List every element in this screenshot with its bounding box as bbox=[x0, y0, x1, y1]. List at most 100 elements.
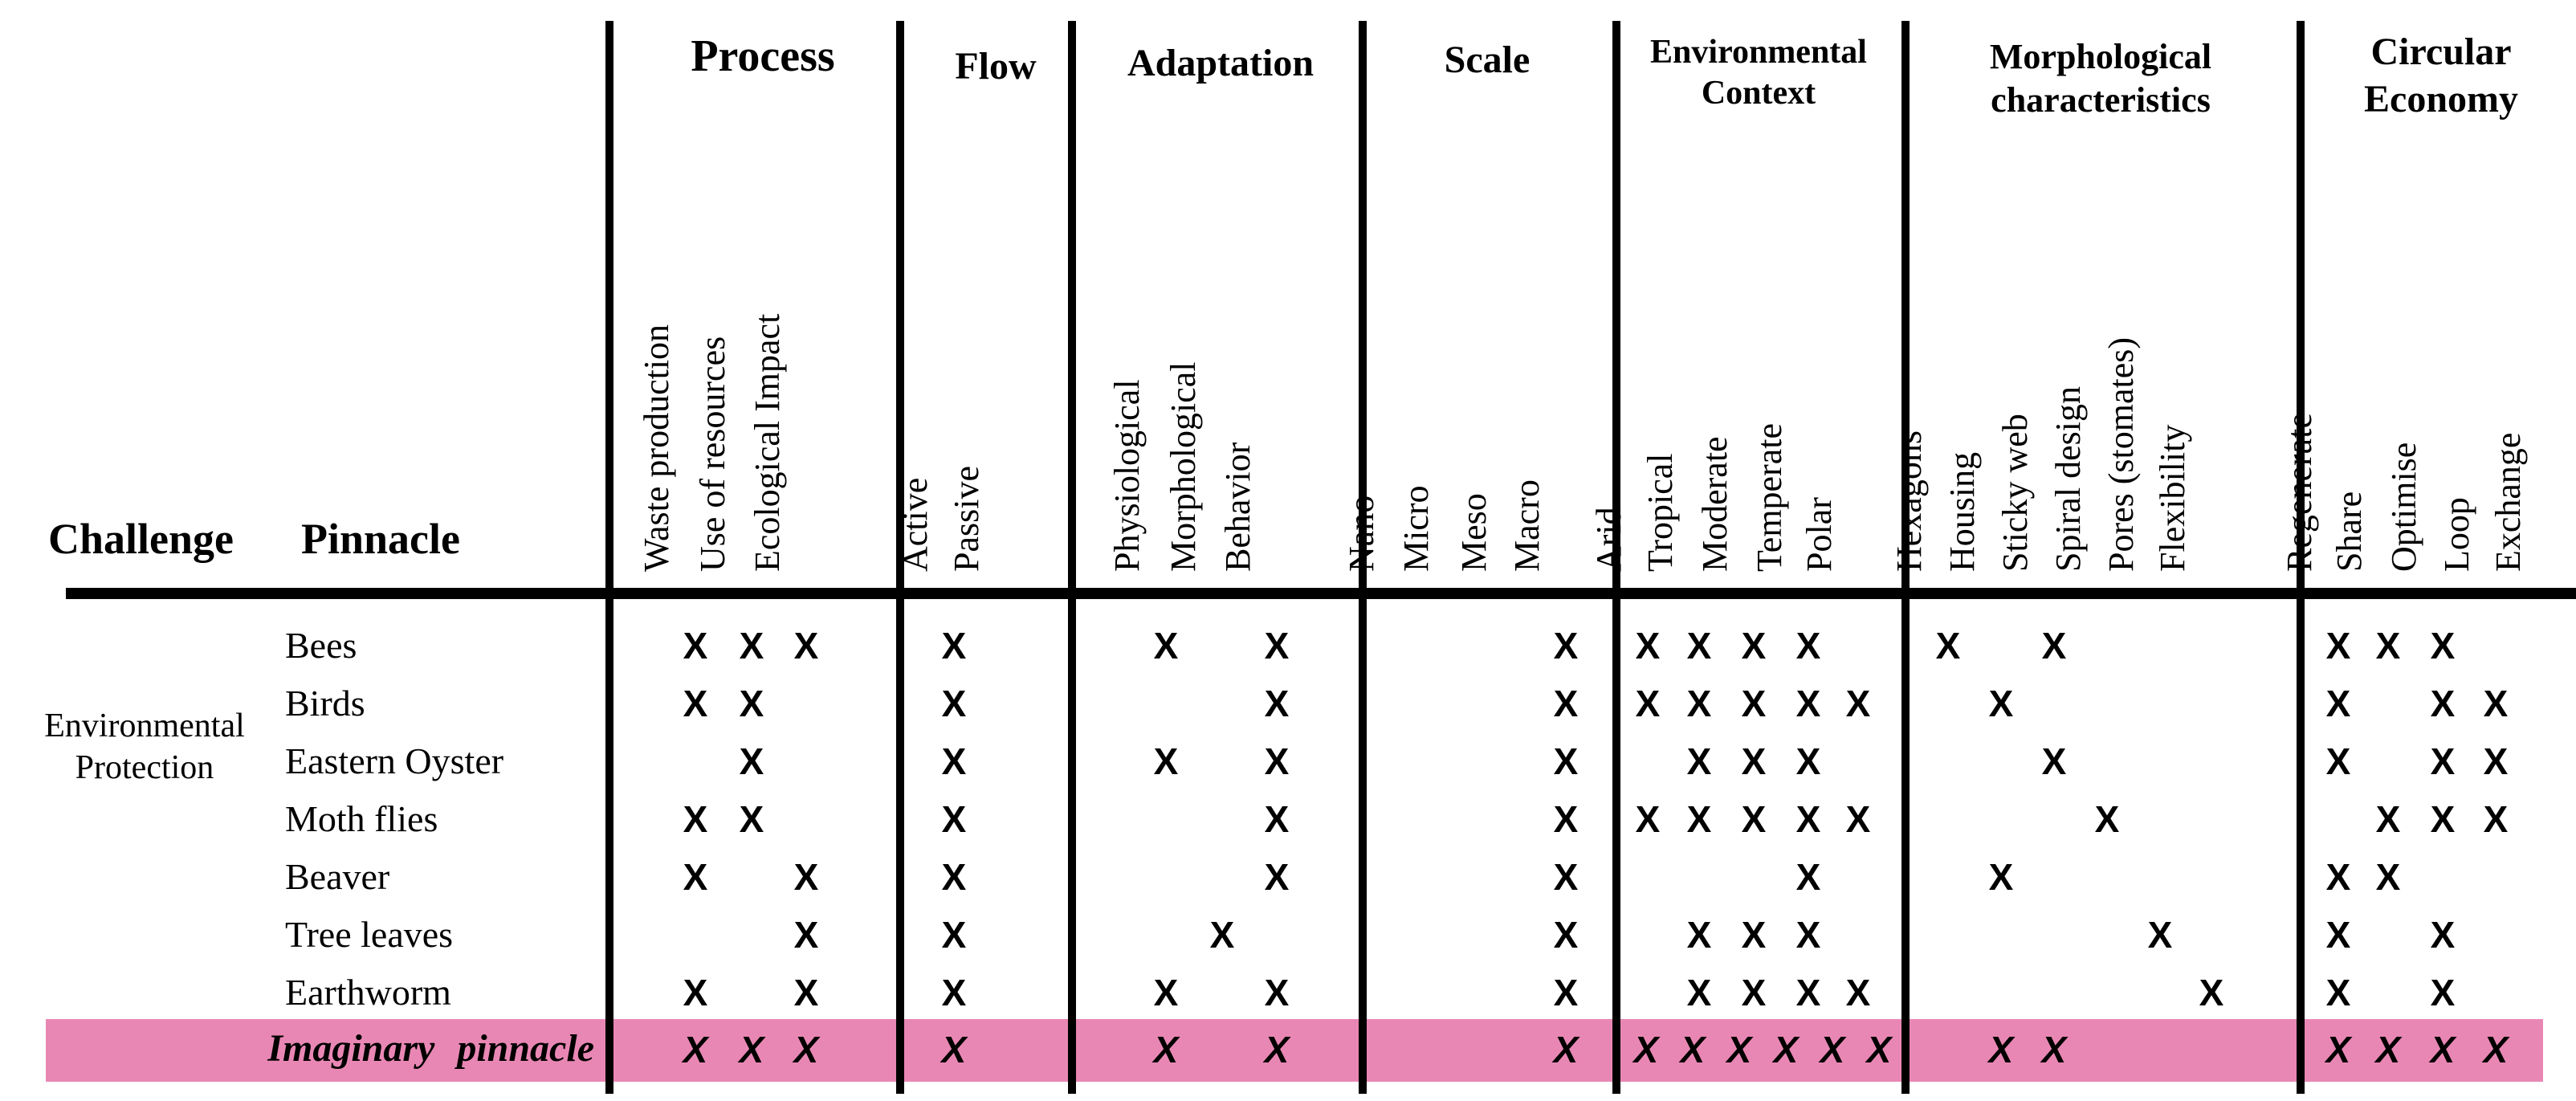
column-label-behavior: Behavior bbox=[1218, 442, 1257, 572]
x-mark-imaginary-pinnacle-sticky: X bbox=[2041, 1029, 2067, 1070]
column-label-polar: Polar bbox=[1800, 497, 1839, 572]
x-mark-bees-moderate: X bbox=[1741, 625, 1767, 667]
x-mark-imaginary-pinnacle-share: X bbox=[2375, 1029, 2401, 1070]
group-header-line: Flow bbox=[955, 45, 1037, 88]
x-mark-imaginary-pinnacle-macro: X bbox=[1553, 1029, 1579, 1070]
x-mark-moth-flies-tropical: X bbox=[1686, 798, 1712, 840]
group-header-line: Context bbox=[1701, 75, 1816, 112]
group-header-flow: Flow bbox=[955, 43, 1036, 91]
x-mark-moth-flies-optimise: X bbox=[2430, 798, 2456, 840]
x-mark-beaver-share: X bbox=[2375, 856, 2401, 898]
x-mark-tree-leaves-optimise: X bbox=[2430, 914, 2456, 956]
x-mark-bees-hexagons: X bbox=[1935, 625, 1961, 667]
column-group-divider-6 bbox=[1901, 21, 1910, 1094]
x-mark-moth-flies-arid: X bbox=[1635, 798, 1661, 840]
x-mark-imaginary-pinnacle-2050: X bbox=[1633, 1029, 1659, 1070]
column-label-housing: Housing bbox=[1942, 451, 1982, 572]
x-mark-moth-flies-spiral: X bbox=[2094, 798, 2120, 840]
x-mark-bees-arid: X bbox=[1635, 625, 1661, 667]
x-mark-imaginary-pinnacle-behavior: X bbox=[1264, 1029, 1290, 1070]
x-mark-birds-use: X bbox=[739, 683, 764, 724]
column-label-optimise: Optimise bbox=[2384, 442, 2423, 572]
challenge-group-line-2: Protection bbox=[75, 749, 214, 786]
row-label-tree-leaves: Tree leaves bbox=[285, 914, 454, 955]
x-mark-bees-share: X bbox=[2375, 625, 2401, 667]
x-mark-bees-macro: X bbox=[1553, 625, 1579, 667]
x-mark-eastern-oyster-sticky: X bbox=[2041, 740, 2067, 782]
x-mark-eastern-oyster-tropical: X bbox=[1686, 740, 1712, 782]
row-label-birds: Birds bbox=[285, 683, 365, 724]
x-mark-earthworm-macro: X bbox=[1553, 972, 1579, 1013]
x-mark-tree-leaves-active: X bbox=[941, 914, 967, 956]
pinnacle-column-header: Pinnacle bbox=[301, 515, 460, 563]
x-mark-birds-optimise: X bbox=[2430, 683, 2456, 724]
column-label-hexagons: Hexagons bbox=[1889, 430, 1929, 572]
x-mark-moth-flies-moderate: X bbox=[1741, 798, 1767, 840]
column-label-use: Use of resources bbox=[693, 336, 732, 572]
column-label-waste: Waste production bbox=[637, 324, 676, 572]
x-mark-bees-temperate: X bbox=[1795, 625, 1821, 667]
x-mark-beaver-waste: X bbox=[683, 856, 708, 898]
group-header-adaptation: Adaptation bbox=[1127, 40, 1314, 88]
x-mark-beaver-housing: X bbox=[1988, 856, 2014, 898]
column-group-divider-3 bbox=[1068, 21, 1076, 1094]
column-label-micro: Micro bbox=[1396, 485, 1436, 572]
x-mark-bees-sticky: X bbox=[2041, 625, 2067, 667]
column-label-spiral: Spiral design bbox=[2048, 386, 2088, 572]
x-mark-birds-waste: X bbox=[683, 683, 708, 724]
x-mark-tree-leaves-morphological: X bbox=[1209, 914, 1235, 956]
x-mark-eastern-oyster-physiological: X bbox=[1153, 740, 1179, 782]
x-mark-earthworm-active: X bbox=[941, 972, 967, 1013]
row-label-earthworm: Earthworm bbox=[285, 972, 451, 1013]
pinnacle-row-band bbox=[46, 1019, 2543, 1082]
x-mark-earthworm-behavior: X bbox=[1264, 972, 1290, 1013]
column-label-morphological: Morphological bbox=[1164, 361, 1203, 572]
x-mark-earthworm-moderate: X bbox=[1741, 972, 1767, 1013]
challenge-column-header: Challenge bbox=[48, 515, 234, 563]
column-label-active: Active bbox=[895, 477, 935, 572]
x-mark-moth-flies-use: X bbox=[739, 798, 764, 840]
group-header-line: Adaptation bbox=[1127, 42, 1314, 84]
column-label-sticky: Sticky web bbox=[1995, 414, 2035, 572]
x-mark-bees-ecological: X bbox=[793, 625, 819, 667]
row-label-eastern-oyster: Eastern Oyster bbox=[285, 740, 504, 781]
group-header-line: characteristics bbox=[1991, 80, 2211, 120]
x-mark-earthworm-flexibility: X bbox=[2199, 972, 2224, 1013]
x-mark-imaginary-pinnacle-use: X bbox=[739, 1029, 764, 1070]
x-mark-tree-leaves-moderate: X bbox=[1741, 914, 1767, 956]
x-mark-imaginary-pinnacle-physiological: X bbox=[1153, 1029, 1179, 1070]
column-label-temperate: Temperate bbox=[1750, 422, 1789, 572]
x-mark-imaginary-pinnacle-ecological: X bbox=[793, 1029, 819, 1070]
x-mark-imaginary-pinnacle-regenerate: X bbox=[2325, 1029, 2351, 1070]
x-mark-beaver-behavior: X bbox=[1264, 856, 1290, 898]
x-mark-eastern-oyster-moderate: X bbox=[1741, 740, 1767, 782]
column-group-divider-4 bbox=[1359, 21, 1367, 1094]
x-mark-birds-tropical: X bbox=[1686, 683, 1712, 724]
x-mark-tree-leaves-tropical: X bbox=[1686, 914, 1712, 956]
x-mark-earthworm-polar: X bbox=[1845, 972, 1871, 1013]
column-label-passive: Passive bbox=[947, 466, 986, 572]
x-mark-imaginary-pinnacle-2224: X bbox=[1773, 1029, 1799, 1070]
row-label-beaver: Beaver bbox=[285, 856, 390, 897]
group-header-line: Economy bbox=[2364, 77, 2518, 120]
column-label-ecological: Ecological Impact bbox=[748, 313, 787, 572]
column-label-moderate: Moderate bbox=[1695, 436, 1734, 572]
challenge-group-line-1: Environmental bbox=[44, 707, 245, 744]
group-header-line: Process bbox=[691, 31, 835, 81]
row-label-bees: Bees bbox=[285, 625, 357, 666]
x-mark-earthworm-optimise: X bbox=[2430, 972, 2456, 1013]
x-mark-moth-flies-active: X bbox=[941, 798, 967, 840]
imaginary-pinnacle-label: Imaginary pinnacle bbox=[267, 1027, 594, 1070]
column-label-nano: Nano bbox=[1342, 495, 1381, 572]
x-mark-eastern-oyster-optimise: X bbox=[2430, 740, 2456, 782]
column-label-loop: Loop bbox=[2437, 497, 2476, 572]
x-mark-earthworm-tropical: X bbox=[1686, 972, 1712, 1013]
column-label-arid: Arid bbox=[1589, 507, 1628, 572]
column-label-macro: Macro bbox=[1507, 479, 1547, 572]
x-mark-birds-arid: X bbox=[1635, 683, 1661, 724]
x-mark-moth-flies-behavior: X bbox=[1264, 798, 1290, 840]
column-label-pores: Pores (stomates) bbox=[2101, 336, 2141, 572]
